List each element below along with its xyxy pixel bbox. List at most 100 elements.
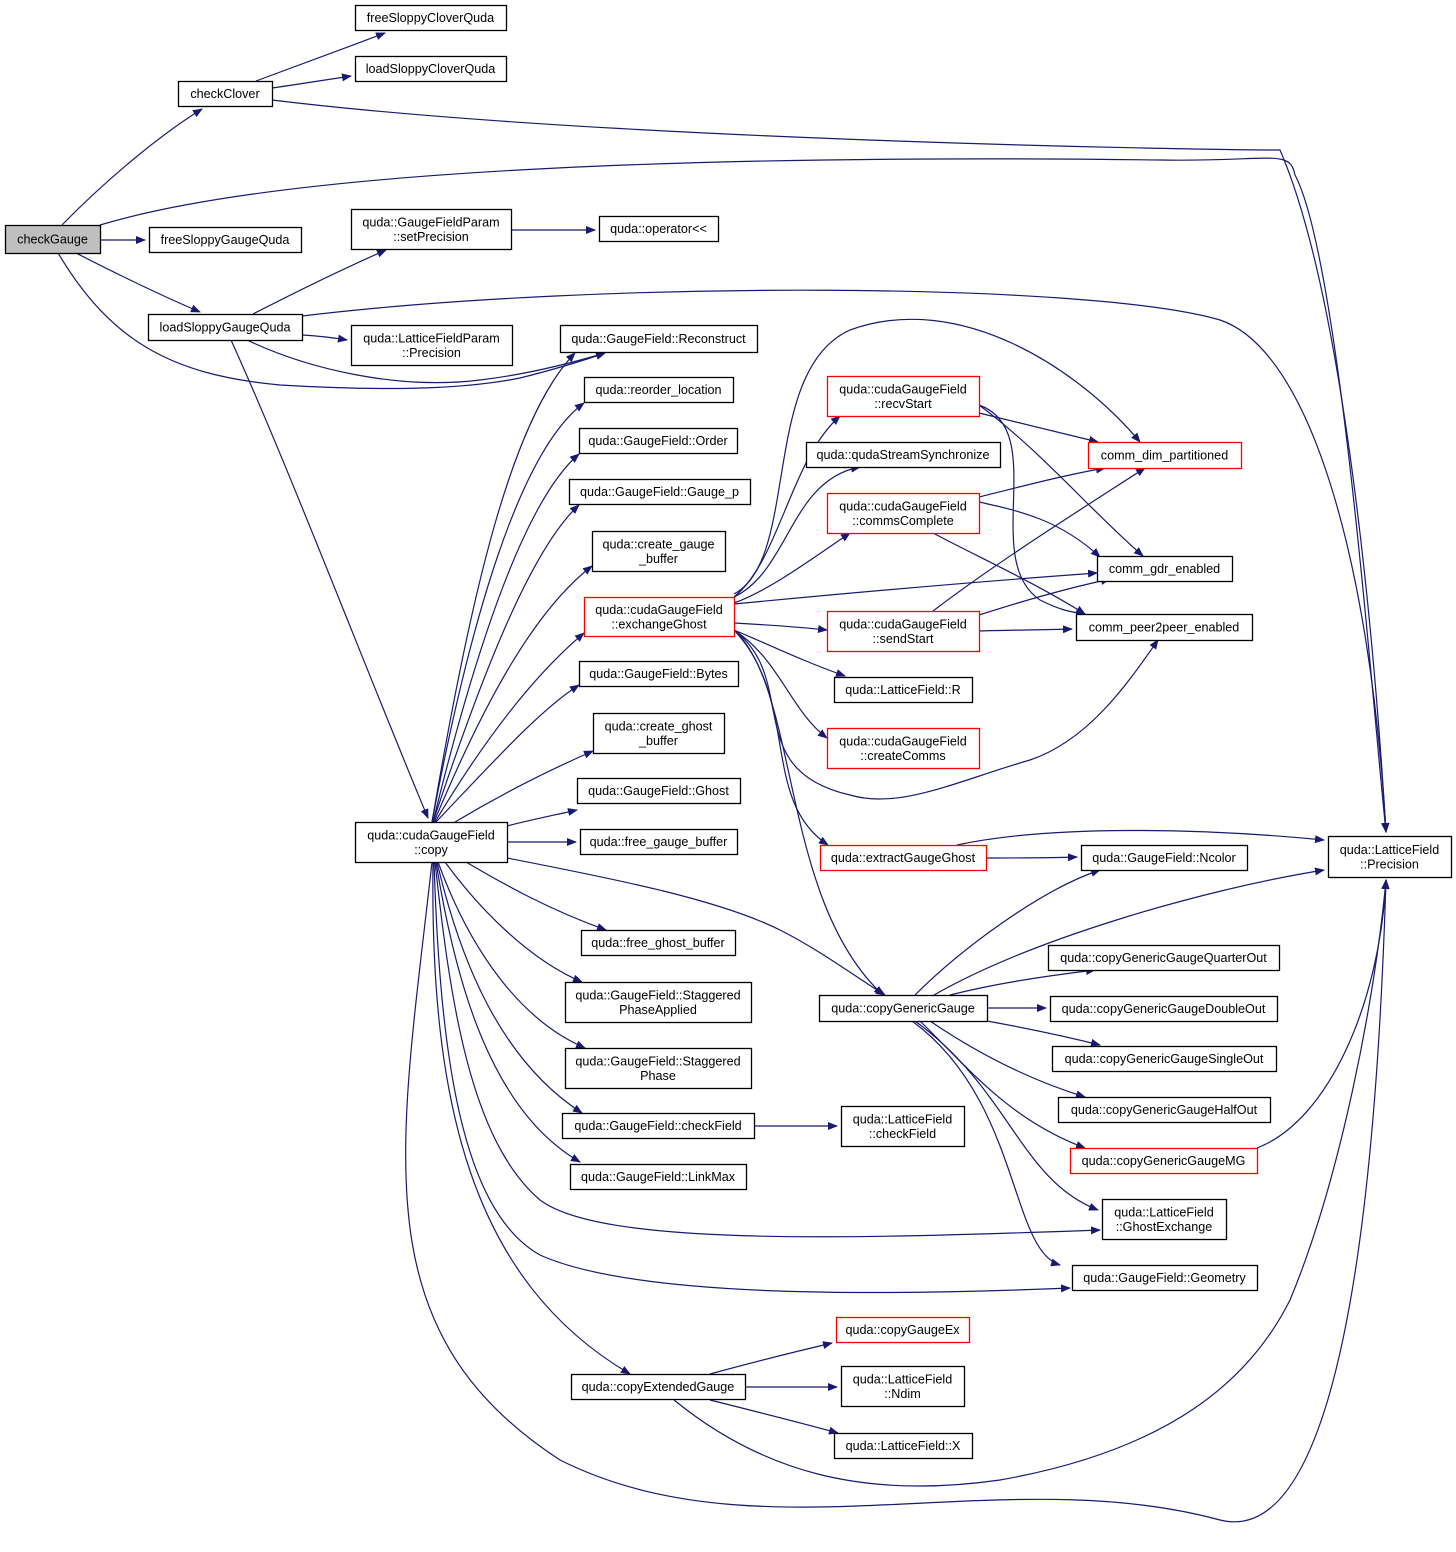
node-copyExtendedGauge[interactable]: quda::copyExtendedGauge (570, 1373, 747, 1401)
node-Gauge_p[interactable]: quda::GaugeField::Gauge_p (568, 478, 752, 506)
edge-loadSloppyGaugeQuda-to-copy (230, 339, 429, 819)
node-create_gauge_buffer[interactable]: quda::create_gauge_buffer (591, 530, 727, 573)
edge-path (978, 625, 1073, 634)
node-createComms[interactable]: quda::cudaGaugeField::createComms (826, 727, 981, 770)
node-reorder_location[interactable]: quda::reorder_location (583, 376, 735, 404)
node-LinkMax[interactable]: quda::GaugeField::LinkMax (569, 1163, 748, 1191)
edge-path (444, 861, 583, 983)
node-label: ::Precision (402, 346, 461, 360)
node-freeSloppyCloverQuda[interactable]: freeSloppyCloverQuda (354, 4, 508, 32)
node-label: ::Ndim (884, 1387, 920, 1401)
node-comm_peer2peer_enabled[interactable]: comm_peer2peer_enabled (1075, 613, 1254, 642)
node-comm_gdr_enabled[interactable]: comm_gdr_enabled (1096, 555, 1234, 583)
node-label: ::commsComplete (852, 514, 953, 528)
node-LF_Precision[interactable]: quda::LatticeField::Precision (1327, 835, 1453, 879)
edge-extractGaugeGhost-to-Ncolor (985, 853, 1078, 862)
node-label: comm_gdr_enabled (1109, 562, 1220, 576)
node-DoubleOut[interactable]: quda::copyGenericGaugeDoubleOut (1049, 995, 1279, 1023)
edge-path (271, 73, 352, 89)
node-Ndim[interactable]: quda::LatticeField::Ndim (840, 1365, 966, 1408)
node-checkField[interactable]: quda::GaugeField::checkField (561, 1112, 756, 1140)
node-QuarterOut[interactable]: quda::copyGenericGaugeQuarterOut (1047, 944, 1281, 972)
node-label: quda::LatticeField (1114, 1205, 1213, 1219)
node-free_gauge_buffer[interactable]: quda::free_gauge_buffer (579, 828, 739, 856)
node-label: quda::GaugeField::Staggered (575, 988, 740, 1002)
node-LFP_Precision[interactable]: quda::LatticeFieldParam::Precision (350, 324, 514, 367)
edge-path (506, 808, 578, 827)
edge-checkGauge-to-Reconstruct (57, 252, 606, 390)
node-qudaStreamSynchronize[interactable]: quda::qudaStreamSynchronize (805, 441, 1002, 469)
node-exchangeGhost[interactable]: quda::cudaGaugeField::exchangeGhost (583, 596, 736, 638)
edge-recvStart-to-comm_peer2peer_enabled (978, 404, 1086, 617)
edge-copy-to-Gauge_p (432, 504, 580, 823)
node-box (1069, 1147, 1259, 1175)
edge-copyGenericGauge-to-SingleOut (986, 1020, 1101, 1047)
edge-copyGenericGauge-to-QuarterOut (949, 967, 1096, 996)
node-box (805, 441, 1002, 469)
node-box (564, 1047, 753, 1090)
node-checkClover[interactable]: checkClover (177, 80, 274, 108)
edge-path (57, 252, 606, 390)
node-Ghost[interactable]: quda::GaugeField::Ghost (576, 777, 742, 805)
edge-copy-to-exchangeGhost (434, 632, 585, 823)
node-label: quda::cudaGaugeField (839, 382, 966, 396)
edge-path (432, 453, 580, 823)
node-Geometry[interactable]: quda::GaugeField::Geometry (1071, 1264, 1259, 1292)
node-freeSloppyGaugeQuda[interactable]: freeSloppyGaugeQuda (148, 226, 303, 254)
node-sendStart[interactable]: quda::cudaGaugeField::sendStart (826, 610, 981, 653)
node-label: quda::LatticeField (1340, 843, 1439, 857)
node-box (583, 376, 735, 404)
node-label: quda::copyGenericGaugeQuarterOut (1060, 951, 1267, 965)
node-box (1096, 555, 1234, 583)
edge-path (932, 532, 1086, 615)
node-LF_R[interactable]: quda::LatticeField::R (833, 676, 974, 704)
node-comm_dim_partitioned[interactable]: comm_dim_partitioned (1087, 441, 1243, 470)
node-label: quda::cudaGaugeField (839, 734, 966, 748)
edge-exchangeGhost-to-sendStart (733, 622, 828, 633)
node-copy[interactable]: quda::cudaGaugeField::copy (354, 821, 509, 864)
node-label: quda::GaugeField::Order (588, 434, 727, 448)
node-copyGenericGauge[interactable]: quda::copyGenericGauge (818, 994, 989, 1023)
node-HalfOut[interactable]: quda::copyGenericGaugeHalfOut (1057, 1096, 1272, 1124)
node-label: quda::GaugeField::Ghost (588, 784, 729, 798)
node-LF_X[interactable]: quda::LatticeField::X (833, 1432, 974, 1460)
node-copyGaugeEx[interactable]: quda::copyGaugeEx (835, 1316, 971, 1344)
edge-path (255, 32, 386, 82)
node-checkGauge[interactable]: checkGauge (4, 224, 102, 255)
node-recvStart[interactable]: quda::cudaGaugeField::recvStart (826, 375, 981, 418)
node-label: quda::copyGaugeEx (845, 1323, 960, 1337)
node-extractGaugeGhost[interactable]: quda::extractGaugeGhost (819, 844, 988, 872)
node-label: quda::free_gauge_buffer (590, 835, 728, 849)
edge-copy-to-Ghost (506, 808, 578, 827)
node-Order[interactable]: quda::GaugeField::Order (578, 427, 739, 455)
edge-copyExtendedGauge-to-LF_Precision (673, 879, 1390, 1487)
node-loadSloppyGaugeQuda[interactable]: loadSloppyGaugeQuda (147, 313, 304, 342)
node-operatorLL[interactable]: quda::operator<< (598, 215, 720, 243)
node-commsComplete[interactable]: quda::cudaGaugeField::commsComplete (826, 492, 981, 535)
edge-sendStart-to-comm_peer2peer_enabled (978, 625, 1073, 634)
node-loadSloppyCloverQuda[interactable]: loadSloppyCloverQuda (354, 55, 508, 83)
node-free_ghost_buffer[interactable]: quda::free_ghost_buffer (580, 929, 737, 957)
node-box (147, 313, 304, 342)
edge-path (61, 108, 203, 226)
edge-copy-to-Reconstruct (431, 352, 576, 823)
node-setPrecision[interactable]: quda::GaugeFieldParam::setPrecision (350, 208, 513, 251)
node-box (833, 676, 974, 704)
node-create_ghost_buffer[interactable]: quda::create_ghost_buffer (592, 712, 726, 755)
node-label: freeSloppyCloverQuda (367, 11, 494, 25)
node-LF_checkField[interactable]: quda::LatticeField::checkField (840, 1105, 966, 1148)
node-box (826, 610, 981, 653)
node-Ncolor[interactable]: quda::GaugeField::Ncolor (1080, 844, 1249, 872)
node-SingleOut[interactable]: quda::copyGenericGaugeSingleOut (1051, 1045, 1278, 1073)
node-label: quda::LatticeField (853, 1372, 952, 1386)
node-Bytes[interactable]: quda::GaugeField::Bytes (578, 660, 740, 688)
edge-exchangeGhost-to-createComms (733, 629, 828, 739)
edge-path (75, 252, 201, 313)
node-Reconstruct[interactable]: quda::GaugeField::Reconstruct (559, 324, 759, 354)
node-MG[interactable]: quda::copyGenericGaugeMG (1069, 1147, 1259, 1175)
node-label: ::checkField (869, 1127, 936, 1141)
node-GhostExchange[interactable]: quda::LatticeField::GhostExchange (1101, 1198, 1228, 1241)
